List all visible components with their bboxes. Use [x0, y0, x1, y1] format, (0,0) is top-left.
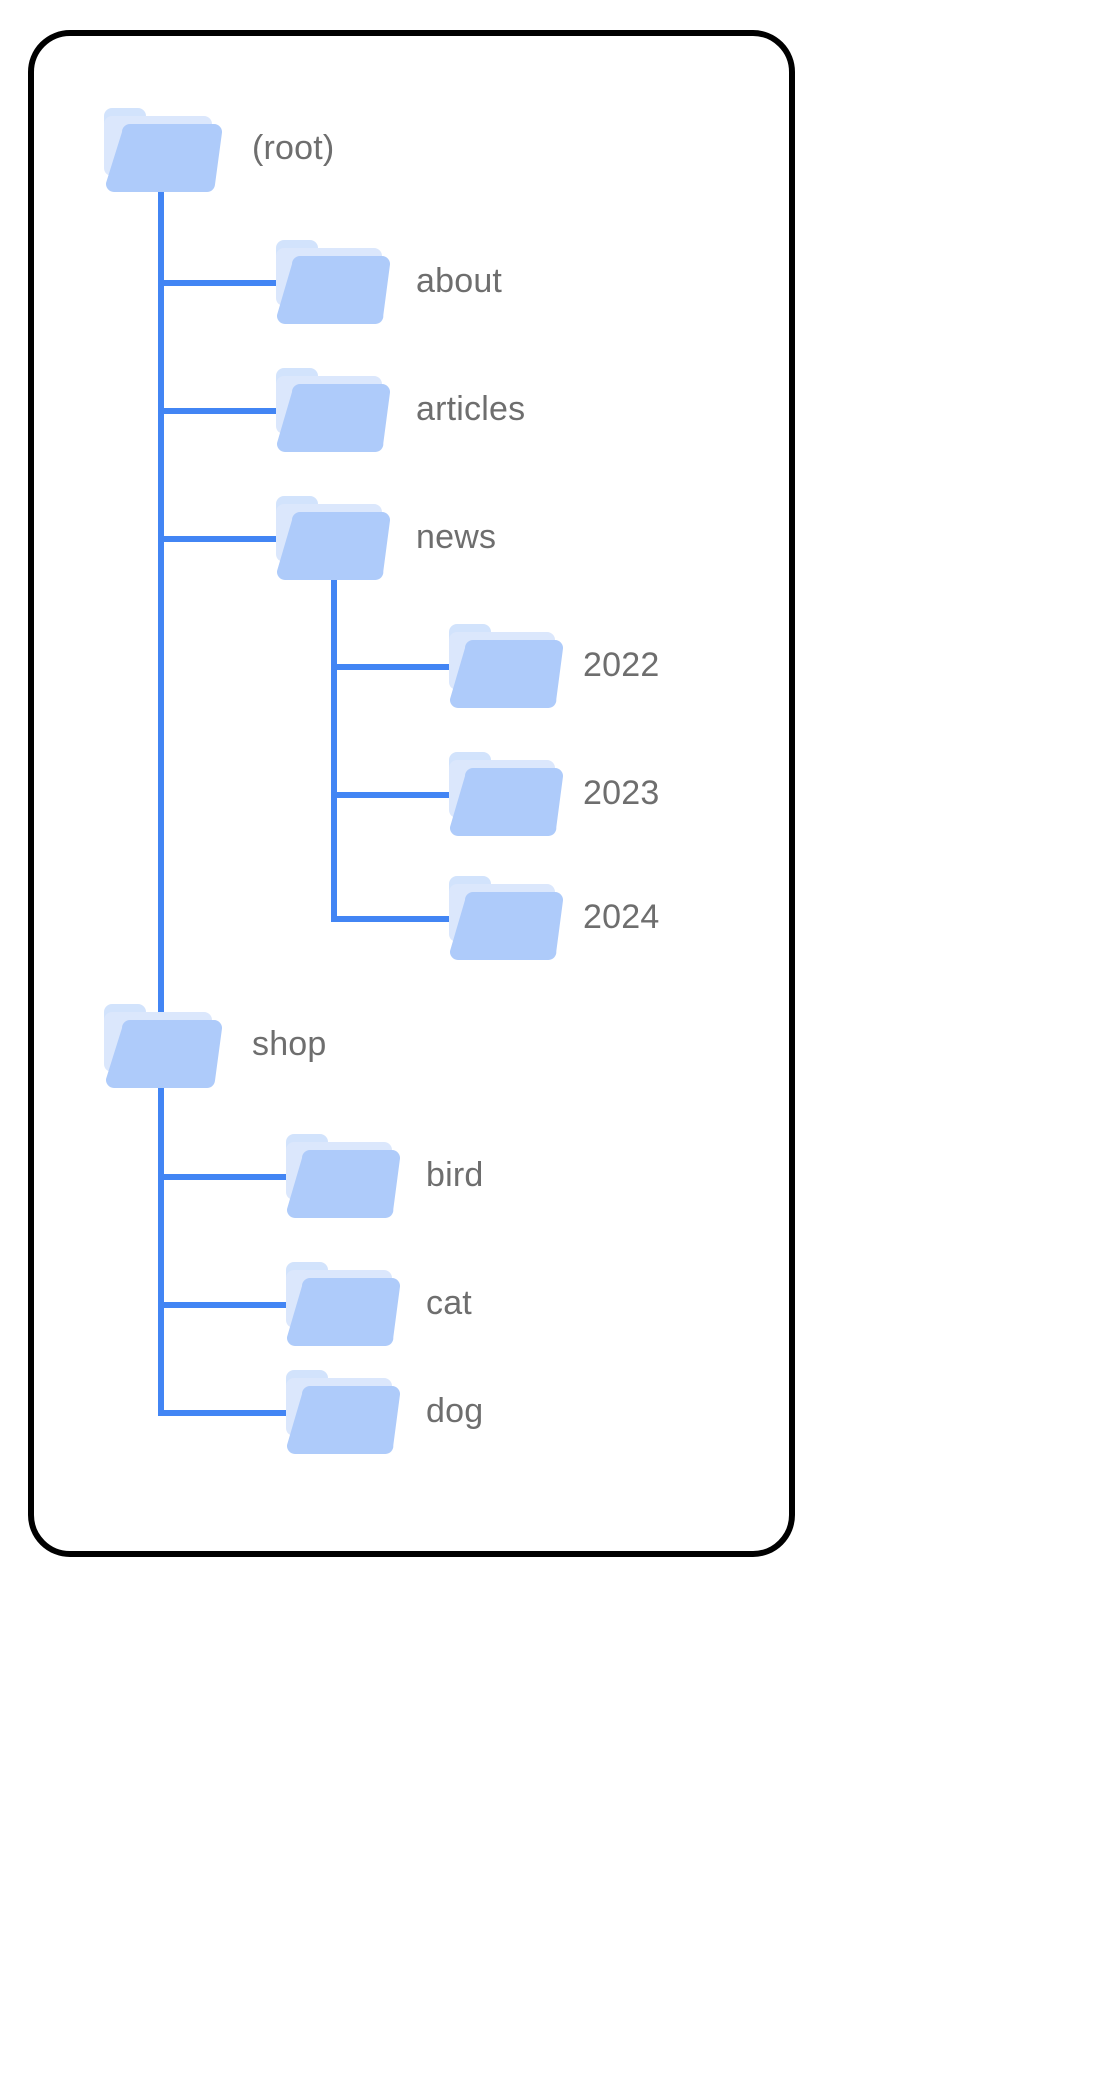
connector-root-to-bird	[158, 1174, 291, 1180]
tree-node-2024[interactable]: 2024	[447, 872, 659, 962]
connector-root-to-news	[158, 536, 280, 542]
tree-node-bird[interactable]: bird	[284, 1130, 484, 1220]
folder-icon	[274, 492, 392, 582]
tree-node-dog[interactable]: dog	[284, 1366, 483, 1456]
connector-news-to-2024	[331, 916, 453, 922]
tree-node-label: bird	[426, 1156, 484, 1194]
connector-news-to-2023	[331, 792, 453, 798]
tree-node-label: (root)	[252, 129, 335, 167]
tree-node-articles[interactable]: articles	[274, 364, 525, 454]
folder-icon	[284, 1130, 402, 1220]
folder-icon	[447, 872, 565, 962]
tree-node-label: news	[416, 518, 497, 556]
folder-icon	[447, 748, 565, 838]
tree-node-shop[interactable]: shop	[102, 998, 327, 1090]
tree-node-label: shop	[252, 1025, 327, 1063]
tree-node-label: 2024	[583, 898, 660, 936]
folder-icon	[274, 236, 392, 326]
folder-icon	[102, 102, 222, 194]
tree-node-cat[interactable]: cat	[284, 1258, 472, 1348]
tree-node-about[interactable]: about	[274, 236, 502, 326]
tree-node-2022[interactable]: 2022	[447, 620, 659, 710]
tree-node-label: articles	[416, 390, 526, 428]
connector-root-to-dog	[158, 1410, 291, 1416]
tree-node-2023[interactable]: 2023	[447, 748, 659, 838]
connector-root-spine	[158, 184, 164, 1416]
tree-node-label: 2023	[583, 774, 660, 812]
tree-node-label: about	[416, 262, 503, 300]
connector-root-to-articles	[158, 408, 280, 414]
tree-node-label: cat	[426, 1284, 472, 1322]
folder-icon	[284, 1366, 402, 1456]
folder-icon	[274, 364, 392, 454]
connector-news-to-2022	[331, 664, 453, 670]
tree-node-root[interactable]: (root)	[102, 102, 334, 194]
diagram-card: (root) about	[28, 30, 795, 1557]
connector-root-to-cat	[158, 1302, 291, 1308]
folder-icon	[284, 1258, 402, 1348]
tree-node-label: dog	[426, 1392, 484, 1430]
connector-root-to-about	[158, 280, 280, 286]
folder-icon	[102, 998, 222, 1090]
folder-icon	[447, 620, 565, 710]
tree-node-news[interactable]: news	[274, 492, 496, 582]
connector-news-spine	[331, 566, 337, 922]
tree-node-label: 2022	[583, 646, 660, 684]
folder-tree: (root) about	[34, 36, 789, 1551]
